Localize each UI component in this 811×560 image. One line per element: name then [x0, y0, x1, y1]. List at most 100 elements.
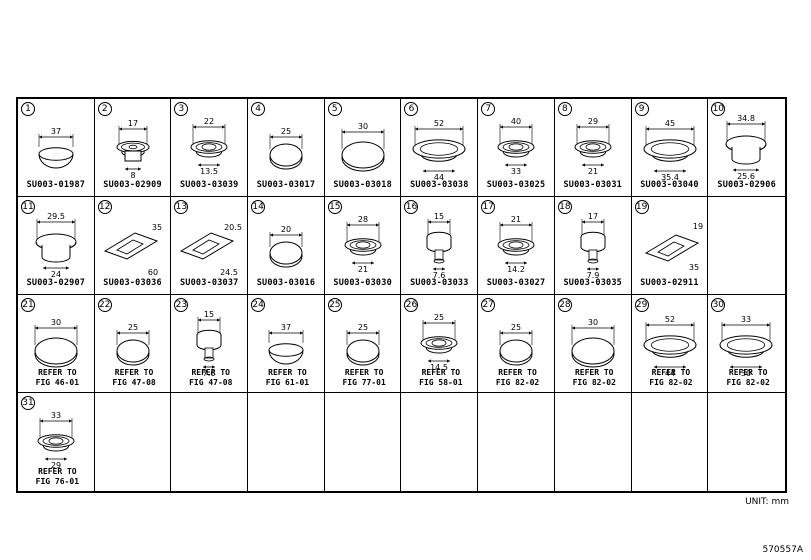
part-drawing: 37	[38, 127, 74, 169]
dimension-label-primary: 29.5	[47, 212, 65, 221]
dimension-label-secondary: 44	[665, 369, 675, 378]
part-number-badge: 14	[251, 200, 266, 214]
reference-figure: FIG 82-02	[726, 378, 770, 387]
dimension-label-primary: 20.5	[224, 223, 242, 232]
part-drawing: 25	[346, 323, 380, 366]
part-number-badge: 23	[174, 298, 189, 312]
part-number-badge: 12	[97, 200, 112, 214]
empty-cell	[401, 393, 479, 491]
reference-prefix: REFER TO	[344, 368, 384, 377]
part-drawing: 25	[269, 127, 303, 170]
dimension-label-primary: 33	[51, 411, 61, 420]
reference-prefix: REFER TO	[114, 368, 154, 377]
reference-figure: FIG 76-01	[35, 477, 80, 486]
part-code-label: SU003-03040	[640, 180, 699, 190]
dimension-label-secondary: 21	[588, 167, 598, 176]
dimension-label-secondary: 14.2	[507, 265, 525, 274]
empty-cell	[171, 393, 249, 491]
part-code-label: SU003-02906	[717, 180, 776, 190]
part-drawing: 34.825.6	[725, 114, 767, 181]
part-number-badge: 5	[327, 102, 342, 116]
part-code-label: SU003-03030	[333, 278, 392, 288]
empty-cell	[632, 393, 709, 491]
part-code-label: SU003-03031	[563, 180, 622, 190]
dimension-label-primary: 37	[51, 127, 61, 136]
part-drawing: 20	[269, 225, 303, 268]
part-number-badge: 21	[21, 298, 35, 312]
reference-prefix: REFER TO	[191, 368, 230, 377]
dimension-label-primary: 19	[693, 222, 703, 231]
empty-cell	[95, 393, 172, 491]
part-drawing: 177.9	[580, 212, 606, 280]
dimension-label-secondary: 29	[51, 461, 61, 470]
dimension-label-primary: 40	[511, 117, 521, 126]
part-number-badge: 18	[557, 200, 572, 214]
reference-prefix: REFER TO	[268, 368, 307, 377]
dimension-label-secondary: 44	[434, 173, 444, 182]
dimension-label-secondary: 35.4	[661, 173, 679, 182]
dimension-label-primary: 25	[128, 323, 138, 332]
reference-prefix: REFER TO	[728, 368, 768, 377]
dimension-label-secondary: 24.5	[220, 268, 238, 277]
part-drawing: 25	[499, 323, 533, 366]
dimension-label-primary: 25	[281, 127, 291, 136]
reference-prefix: REFER TO	[651, 368, 691, 377]
part-drawing: 22 13.5	[190, 117, 228, 176]
part-number-badge: 19	[634, 200, 649, 214]
part-drawing: 33 29	[37, 411, 75, 470]
empty-cell	[708, 197, 785, 295]
reference-figure: FIG 82-02	[495, 378, 540, 387]
dimension-label-primary: 33	[741, 315, 751, 324]
part-number-badge: 27	[481, 298, 496, 312]
dimension-label-primary: 17	[128, 119, 138, 128]
dimension-label-primary: 25	[358, 323, 368, 332]
dimension-label-secondary: 24	[51, 270, 61, 279]
part-number-badge: 13	[174, 200, 189, 214]
part-number-badge: 16	[404, 200, 419, 214]
dimension-label-primary: 52	[434, 119, 444, 128]
reference-prefix: REFER TO	[38, 467, 77, 476]
dimension-label-secondary: 13.5	[200, 167, 218, 176]
empty-cell	[478, 393, 555, 491]
part-number-badge: 11	[21, 200, 35, 214]
part-number-badge: 29	[634, 298, 649, 312]
dimension-label-primary: 22	[204, 117, 214, 126]
part-code-label: SU003-03039	[179, 180, 239, 190]
dimension-label-primary: 25	[511, 323, 521, 332]
dimension-label-secondary: 21	[358, 265, 368, 274]
dimension-label-primary: 52	[665, 315, 675, 324]
part-number-badge: 28	[557, 298, 572, 312]
empty-cell	[325, 393, 402, 491]
dimension-label-secondary: 7.6	[203, 369, 216, 378]
part-code-label: SU003-02911	[640, 278, 699, 288]
part-code-label: SU003-03027	[486, 278, 546, 288]
dimension-label-secondary: 35	[689, 263, 699, 272]
part-number-badge: 15	[327, 200, 342, 214]
dimension-label-secondary: 14.5	[431, 363, 449, 372]
reference-prefix: REFER TO	[498, 368, 537, 377]
reference-prefix: REFER TO	[421, 368, 461, 377]
